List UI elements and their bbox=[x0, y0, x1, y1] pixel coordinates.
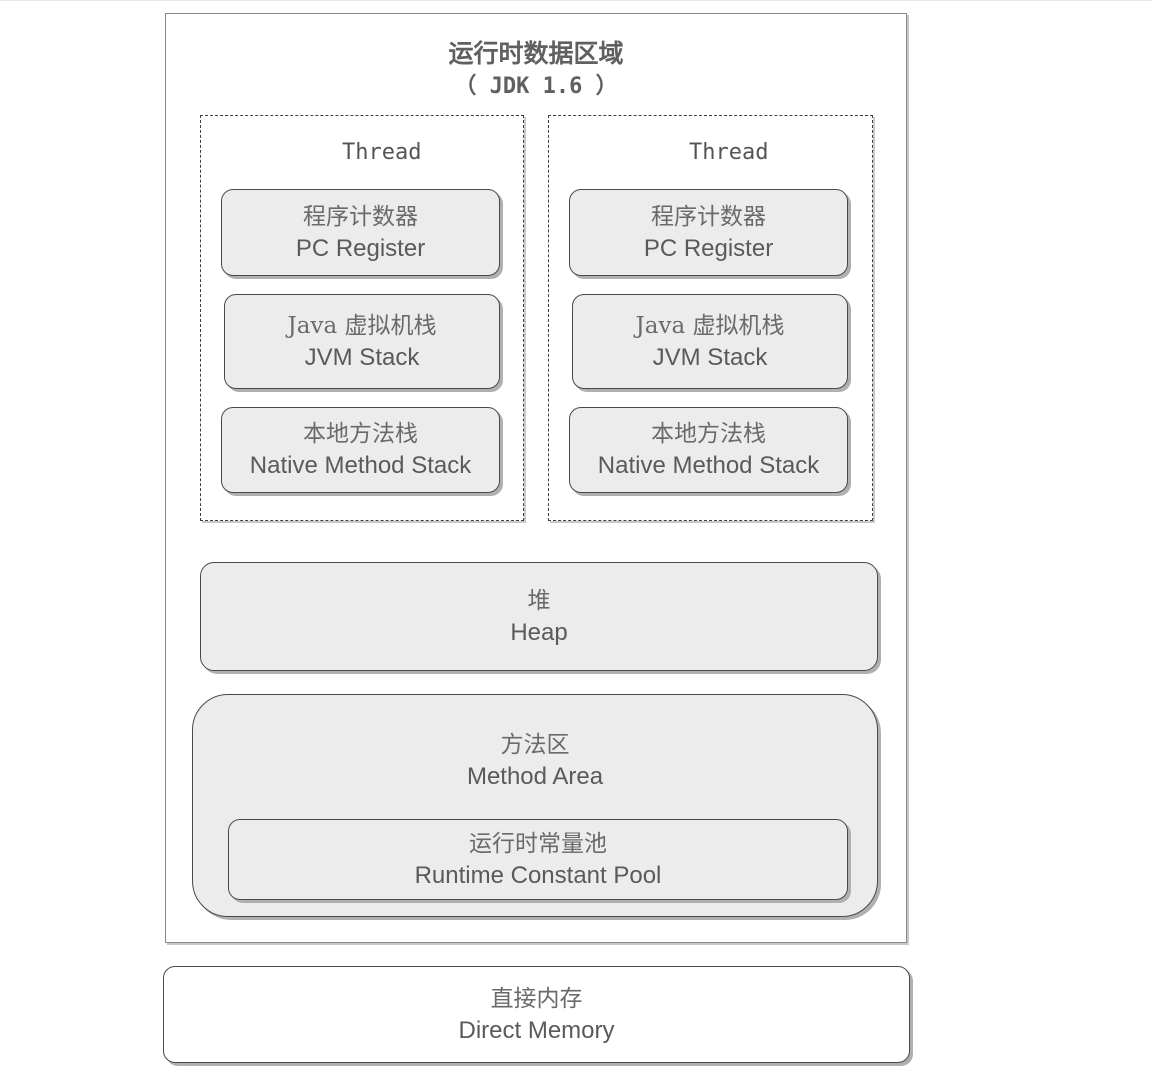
runtime-data-area-version: （ JDK 1.6 ） bbox=[454, 74, 618, 99]
pc-register-cn: 程序计数器 bbox=[651, 203, 766, 230]
thread-2-jvm-stack: Java 虚拟机栈 JVM Stack bbox=[572, 294, 848, 389]
native-method-stack-en: Native Method Stack bbox=[249, 452, 472, 479]
heap-en: Heap bbox=[510, 618, 568, 646]
runtime-constant-pool-en: Runtime Constant Pool bbox=[414, 861, 662, 889]
jvm-stack-cn: Java 虚拟机栈 bbox=[287, 312, 437, 339]
top-border-line bbox=[0, 0, 1152, 1]
native-method-stack-cn: 本地方法栈 bbox=[303, 421, 418, 447]
method-area-en: Method Area bbox=[466, 763, 604, 790]
pc-register-en: PC Register bbox=[295, 234, 426, 262]
pc-register-en: PC Register bbox=[643, 234, 774, 262]
thread-1: Thread 程序计数器 PC Register Java 虚拟机栈 JVM S… bbox=[200, 115, 524, 521]
method-area-label: 方法区 Method Area bbox=[193, 729, 877, 793]
thread-1-jvm-stack: Java 虚拟机栈 JVM Stack bbox=[224, 294, 500, 389]
runtime-constant-pool-cn: 运行时常量池 bbox=[469, 830, 607, 857]
thread-1-label: Thread bbox=[342, 140, 422, 165]
method-area-cn: 方法区 bbox=[500, 732, 570, 758]
runtime-data-area: 运行时数据区域 （ JDK 1.6 ） Thread 程序计数器 PC Regi… bbox=[165, 13, 907, 943]
jvm-stack-cn: Java 虚拟机栈 bbox=[635, 312, 785, 339]
thread-2-pc-register: 程序计数器 PC Register bbox=[569, 189, 848, 276]
thread-2-native-method-stack: 本地方法栈 Native Method Stack bbox=[569, 407, 848, 493]
jvm-stack-en: JVM Stack bbox=[652, 343, 768, 371]
thread-2-label: Thread bbox=[689, 140, 769, 165]
direct-memory-en: Direct Memory bbox=[458, 1016, 615, 1044]
direct-memory-box: 直接内存 Direct Memory bbox=[163, 966, 910, 1063]
thread-1-native-method-stack: 本地方法栈 Native Method Stack bbox=[221, 407, 500, 493]
heap-cn: 堆 bbox=[527, 587, 551, 614]
method-area: 方法区 Method Area 运行时常量池 Runtime Constant … bbox=[192, 694, 878, 917]
native-method-stack-en: Native Method Stack bbox=[597, 452, 820, 479]
thread-1-pc-register: 程序计数器 PC Register bbox=[221, 189, 500, 276]
direct-memory-cn: 直接内存 bbox=[490, 985, 583, 1012]
jvm-stack-en: JVM Stack bbox=[304, 343, 420, 371]
heap-box: 堆 Heap bbox=[200, 562, 878, 671]
native-method-stack-cn: 本地方法栈 bbox=[651, 421, 766, 447]
runtime-constant-pool: 运行时常量池 Runtime Constant Pool bbox=[228, 819, 848, 900]
runtime-data-area-title: 运行时数据区域 bbox=[448, 39, 624, 68]
thread-2: Thread 程序计数器 PC Register Java 虚拟机栈 JVM S… bbox=[548, 115, 873, 521]
pc-register-cn: 程序计数器 bbox=[303, 203, 418, 230]
